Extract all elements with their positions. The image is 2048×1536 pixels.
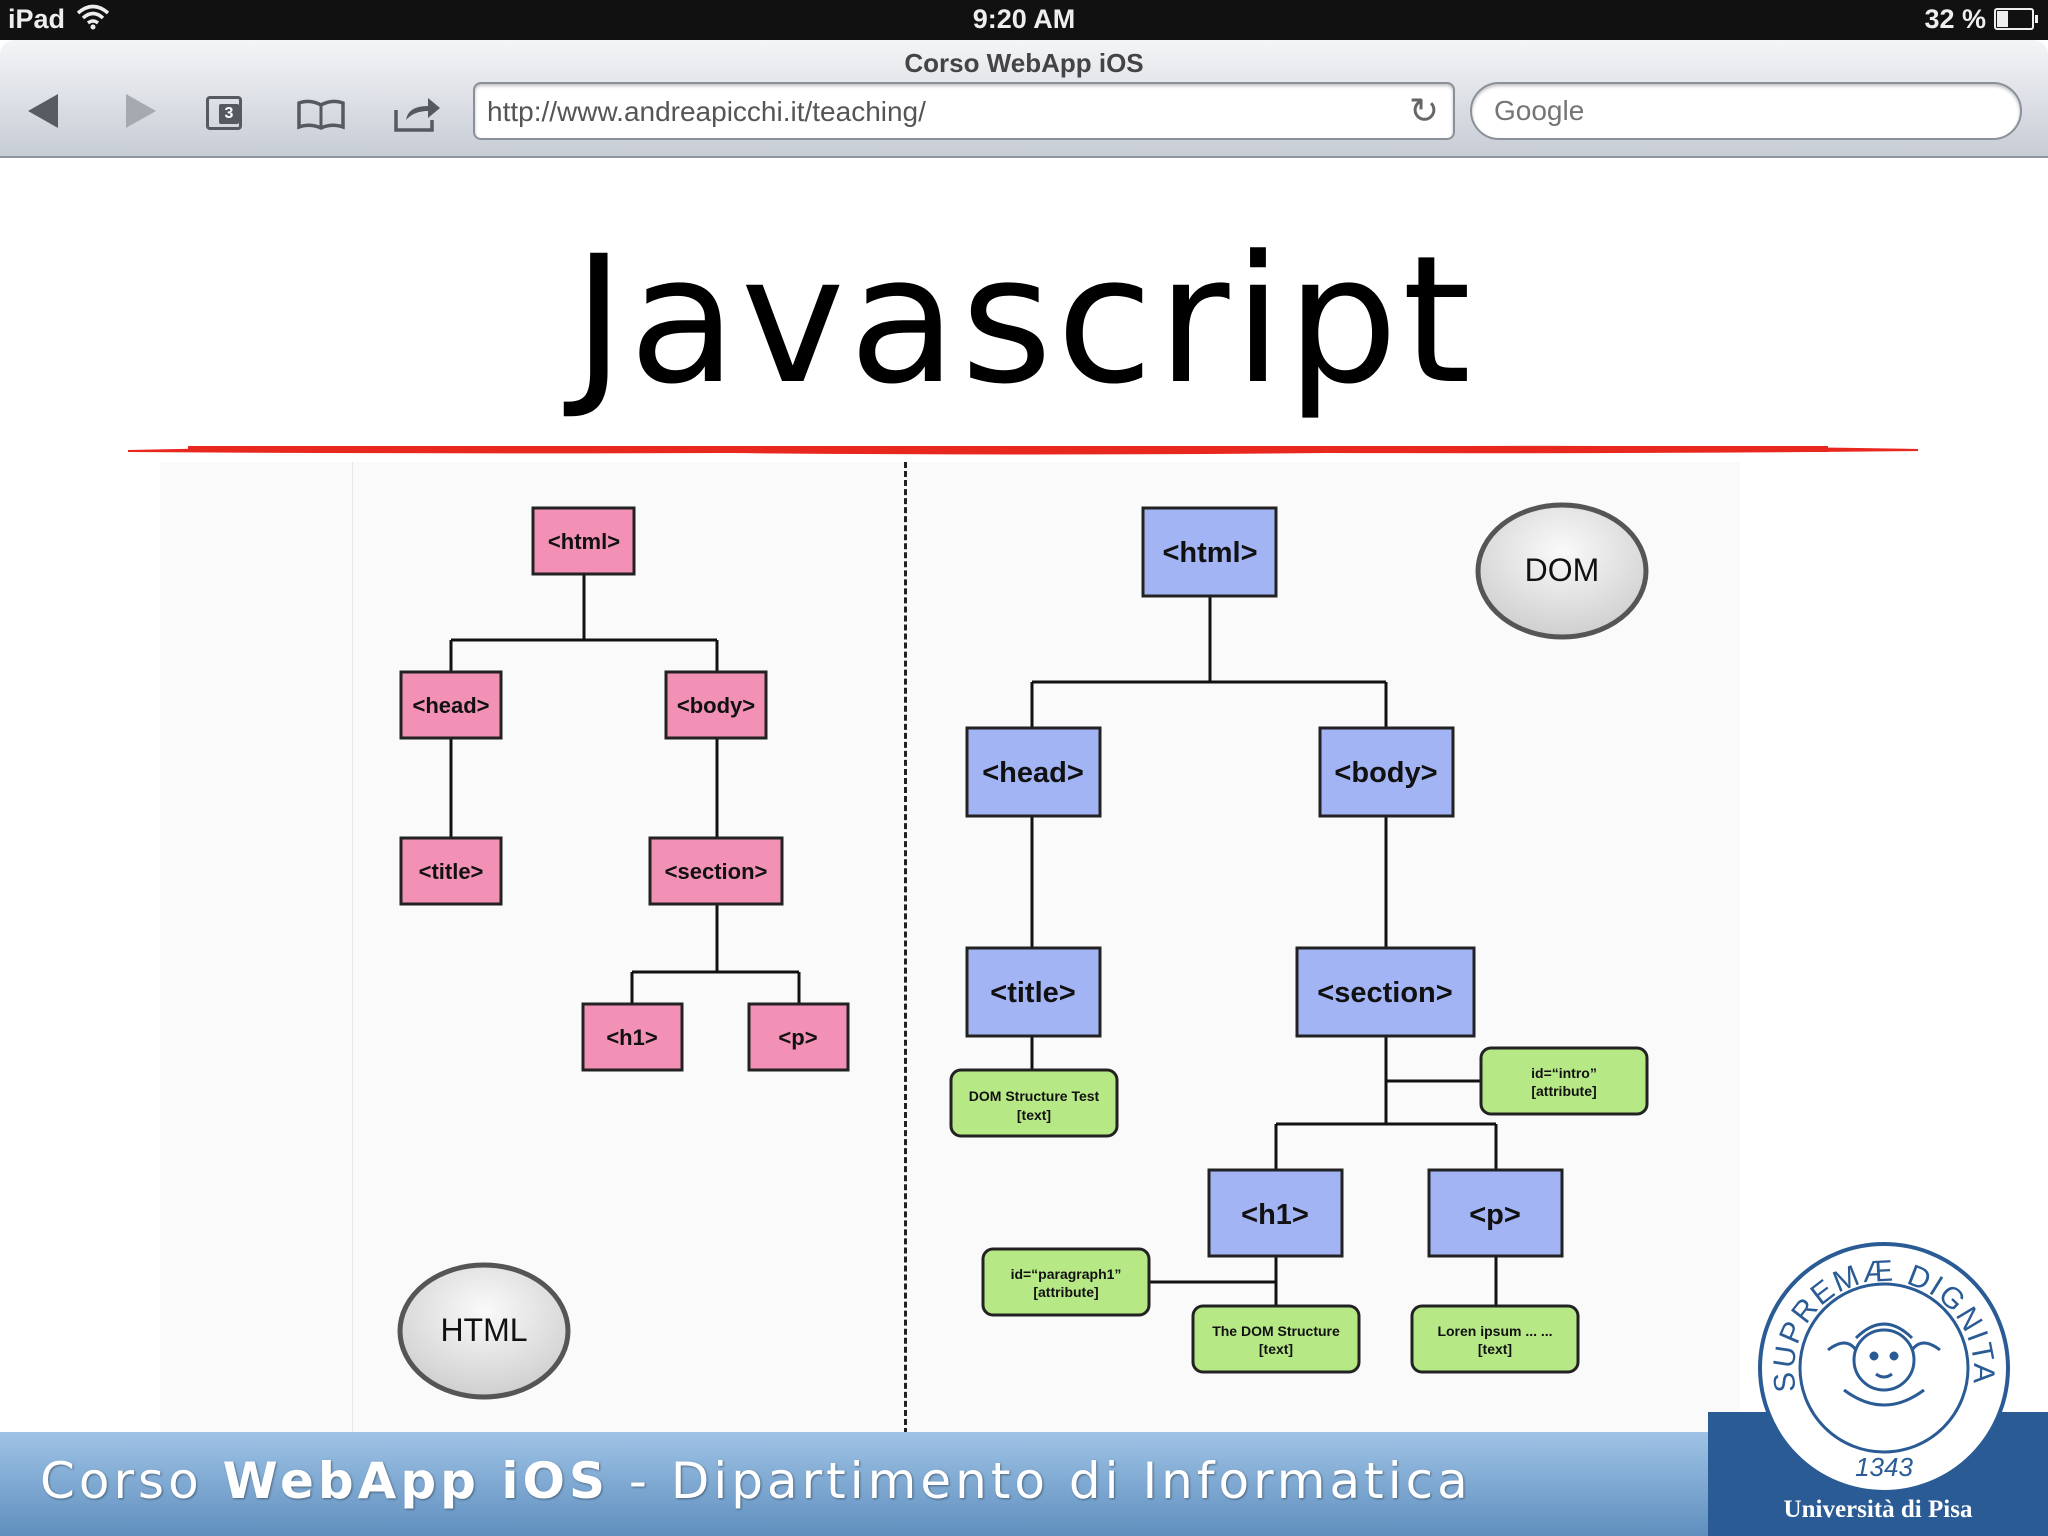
dom-text-node-title: DOM Structure Test [text]: [949, 1068, 1119, 1138]
html-node-html: <html>: [531, 506, 636, 576]
dom-label-ellipse: DOM: [1475, 502, 1649, 640]
svg-text:<p>: <p>: [778, 1025, 817, 1050]
html-node-body: <body>: [664, 670, 768, 740]
tabs-count: 3: [219, 104, 239, 124]
footer-text: Corso WebApp iOS - Dipartimento di Infor…: [40, 1452, 1472, 1510]
tabs-button[interactable]: 3: [206, 96, 242, 130]
html-node-section: <section>: [648, 836, 784, 906]
university-name: Università di Pisa: [1783, 1496, 1973, 1523]
svg-text:[text]: [text]: [1478, 1341, 1512, 1357]
search-input[interactable]: [1470, 82, 2022, 140]
bookmarks-icon[interactable]: [296, 96, 346, 138]
slide-title: Javascript: [572, 218, 1476, 423]
svg-text:DOM: DOM: [1525, 552, 1600, 588]
html-node-head: <head>: [399, 670, 503, 740]
slide-footer: Corso WebApp iOS - Dipartimento di Infor…: [0, 1432, 2048, 1536]
html-node-title: <title>: [399, 836, 503, 906]
page-title: Corso WebApp iOS: [904, 48, 1144, 78]
dom-text-node-h1: The DOM Structure [text]: [1191, 1304, 1361, 1374]
svg-text:[attribute]: [attribute]: [1033, 1284, 1098, 1300]
dom-node-body: <body>: [1318, 726, 1455, 818]
svg-text:<body>: <body>: [1334, 757, 1437, 789]
university-seal-icon: IN SUPREMÆ DIGNITATIS 1343: [1756, 1240, 2010, 1494]
dom-text-node-p: Loren ipsum ... ... [text]: [1410, 1304, 1580, 1374]
dashed-divider: [904, 462, 907, 1434]
svg-text:The DOM Structure: The DOM Structure: [1212, 1323, 1340, 1339]
svg-text:<head>: <head>: [982, 757, 1084, 789]
panel-edge: [352, 462, 353, 1434]
dom-node-head: <head>: [965, 726, 1102, 818]
svg-text:id=“intro”: id=“intro”: [1531, 1065, 1597, 1081]
share-icon[interactable]: [392, 94, 442, 141]
svg-text:<title>: <title>: [990, 977, 1075, 1009]
dom-node-html: <html>: [1141, 506, 1278, 598]
dom-node-section: <section>: [1295, 946, 1476, 1038]
red-rule: [128, 445, 1918, 455]
svg-text:<section>: <section>: [665, 859, 768, 884]
svg-text:<title>: <title>: [419, 859, 484, 884]
device-label: iPad: [8, 4, 66, 34]
svg-text:HTML: HTML: [440, 1312, 527, 1348]
svg-text:<h1>: <h1>: [606, 1025, 657, 1050]
svg-text:DOM Structure Test: DOM Structure Test: [969, 1088, 1100, 1104]
svg-text:[text]: [text]: [1259, 1341, 1293, 1357]
svg-text:<body>: <body>: [677, 693, 755, 718]
url-text: http://www.andreapicchi.it/teaching/: [487, 96, 926, 127]
dom-attr-node-paragraph1: id=“paragraph1” [attribute]: [981, 1247, 1151, 1317]
address-bar[interactable]: http://www.andreapicchi.it/teaching/ ↻: [473, 82, 1455, 140]
dom-attr-node-intro: id=“intro” [attribute]: [1479, 1046, 1649, 1116]
html-node-p: <p>: [747, 1002, 850, 1072]
svg-text:<section>: <section>: [1317, 977, 1452, 1009]
dom-node-p: <p>: [1427, 1168, 1564, 1258]
svg-text:[attribute]: [attribute]: [1531, 1083, 1596, 1099]
html-label-ellipse: HTML: [397, 1262, 571, 1400]
svg-text:<head>: <head>: [412, 693, 489, 718]
clock: 9:20 AM: [972, 4, 1076, 34]
diagram-area: [160, 462, 1740, 1434]
svg-text:1343: 1343: [1855, 1452, 1913, 1482]
svg-text:<html>: <html>: [548, 529, 620, 554]
svg-text:[text]: [text]: [1017, 1107, 1051, 1123]
reload-icon[interactable]: ↻: [1408, 90, 1439, 131]
status-bar: iPad 9:20 AM 32 %: [0, 0, 2048, 40]
forward-button[interactable]: [126, 94, 156, 128]
battery-icon: [1994, 8, 2038, 30]
svg-text:Loren ipsum ... ...: Loren ipsum ... ...: [1437, 1323, 1552, 1339]
dom-node-h1: <h1>: [1207, 1168, 1344, 1258]
dom-node-title: <title>: [965, 946, 1102, 1038]
wifi-icon: [76, 2, 110, 39]
back-button[interactable]: [28, 94, 58, 128]
svg-text:<h1>: <h1>: [1241, 1199, 1309, 1231]
svg-text:<html>: <html>: [1162, 537, 1257, 569]
svg-text:<p>: <p>: [1469, 1199, 1521, 1231]
html-node-h1: <h1>: [581, 1002, 684, 1072]
svg-text:id=“paragraph1”: id=“paragraph1”: [1011, 1266, 1122, 1282]
battery-percent: 32 %: [1924, 4, 1986, 34]
